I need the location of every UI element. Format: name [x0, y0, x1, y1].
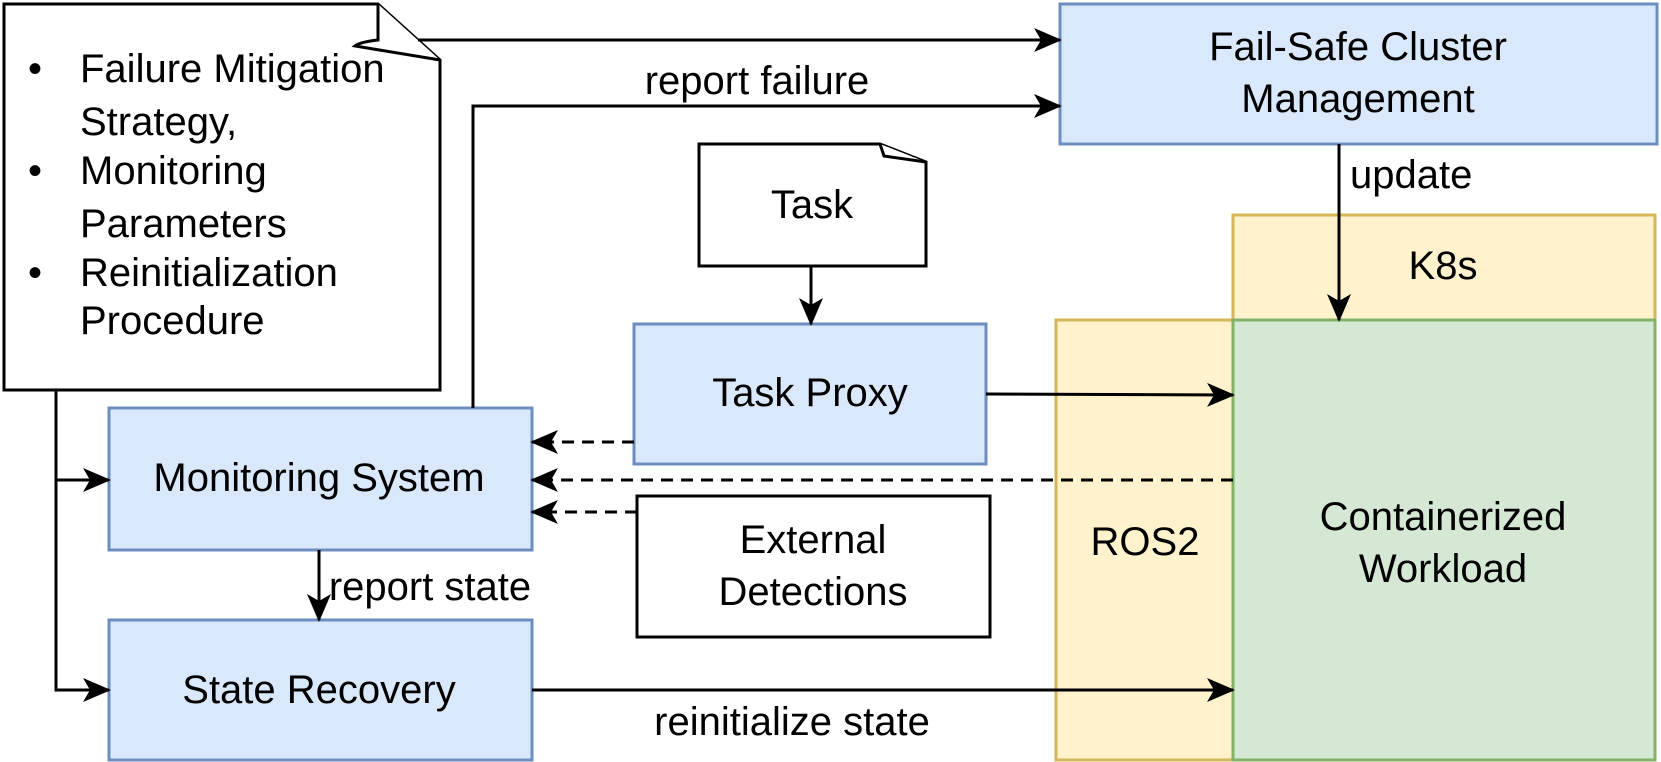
reinitialize-state-label: reinitialize state [654, 700, 930, 744]
report-state-label: report state [329, 565, 531, 609]
bullet-2-line1: Monitoring [80, 149, 267, 193]
fail-safe-label-line1: Fail-Safe Cluster [1209, 25, 1507, 69]
task-note: Task [697, 142, 928, 268]
k8s-label: K8s [1409, 244, 1478, 288]
external-detections-label-line2: Detections [719, 570, 908, 614]
ros2-label: ROS2 [1091, 520, 1200, 564]
state-recovery-box: State Recovery [107, 618, 534, 762]
bullet-1-line2: Strategy, [80, 100, 237, 144]
task-proxy-label: Task Proxy [712, 371, 908, 415]
bullet-1-line1: Failure Mitigation [80, 47, 385, 91]
bullet-3-line1: Reinitialization [80, 251, 338, 295]
task-label: Task [771, 183, 854, 227]
edge-report-failure [471, 94, 1062, 408]
bullet-3-marker: • [28, 251, 42, 295]
containerized-workload-box: Containerized Workload [1231, 318, 1657, 762]
report-failure-label: report failure [645, 59, 870, 103]
fail-safe-label-line2: Management [1241, 77, 1474, 121]
edge-note-to-recovery [54, 480, 111, 702]
external-detections-label-line1: External [740, 518, 887, 562]
bullet-1-marker: • [28, 47, 42, 91]
monitoring-system-label: Monitoring System [153, 456, 484, 500]
edge-note-to-monitoring [54, 390, 111, 492]
workload-label-line1: Containerized [1320, 495, 1567, 539]
update-label: update [1350, 153, 1472, 197]
task-proxy-box: Task Proxy [632, 322, 988, 466]
configuration-note: • Failure Mitigation Strategy, • Monitor… [2, 2, 442, 392]
workload-label-line2: Workload [1359, 547, 1527, 591]
monitoring-system-box: Monitoring System [107, 406, 534, 552]
state-recovery-label: State Recovery [182, 668, 455, 712]
bullet-2-marker: • [28, 149, 42, 193]
fail-safe-cluster-management-box: Fail-Safe Cluster Management [1058, 2, 1659, 146]
edge-proxy-to-workload [985, 382, 1235, 407]
bullet-2-line2: Parameters [80, 202, 287, 246]
bullet-3-line2: Procedure [80, 299, 265, 343]
external-detections-box: External Detections [635, 494, 992, 639]
